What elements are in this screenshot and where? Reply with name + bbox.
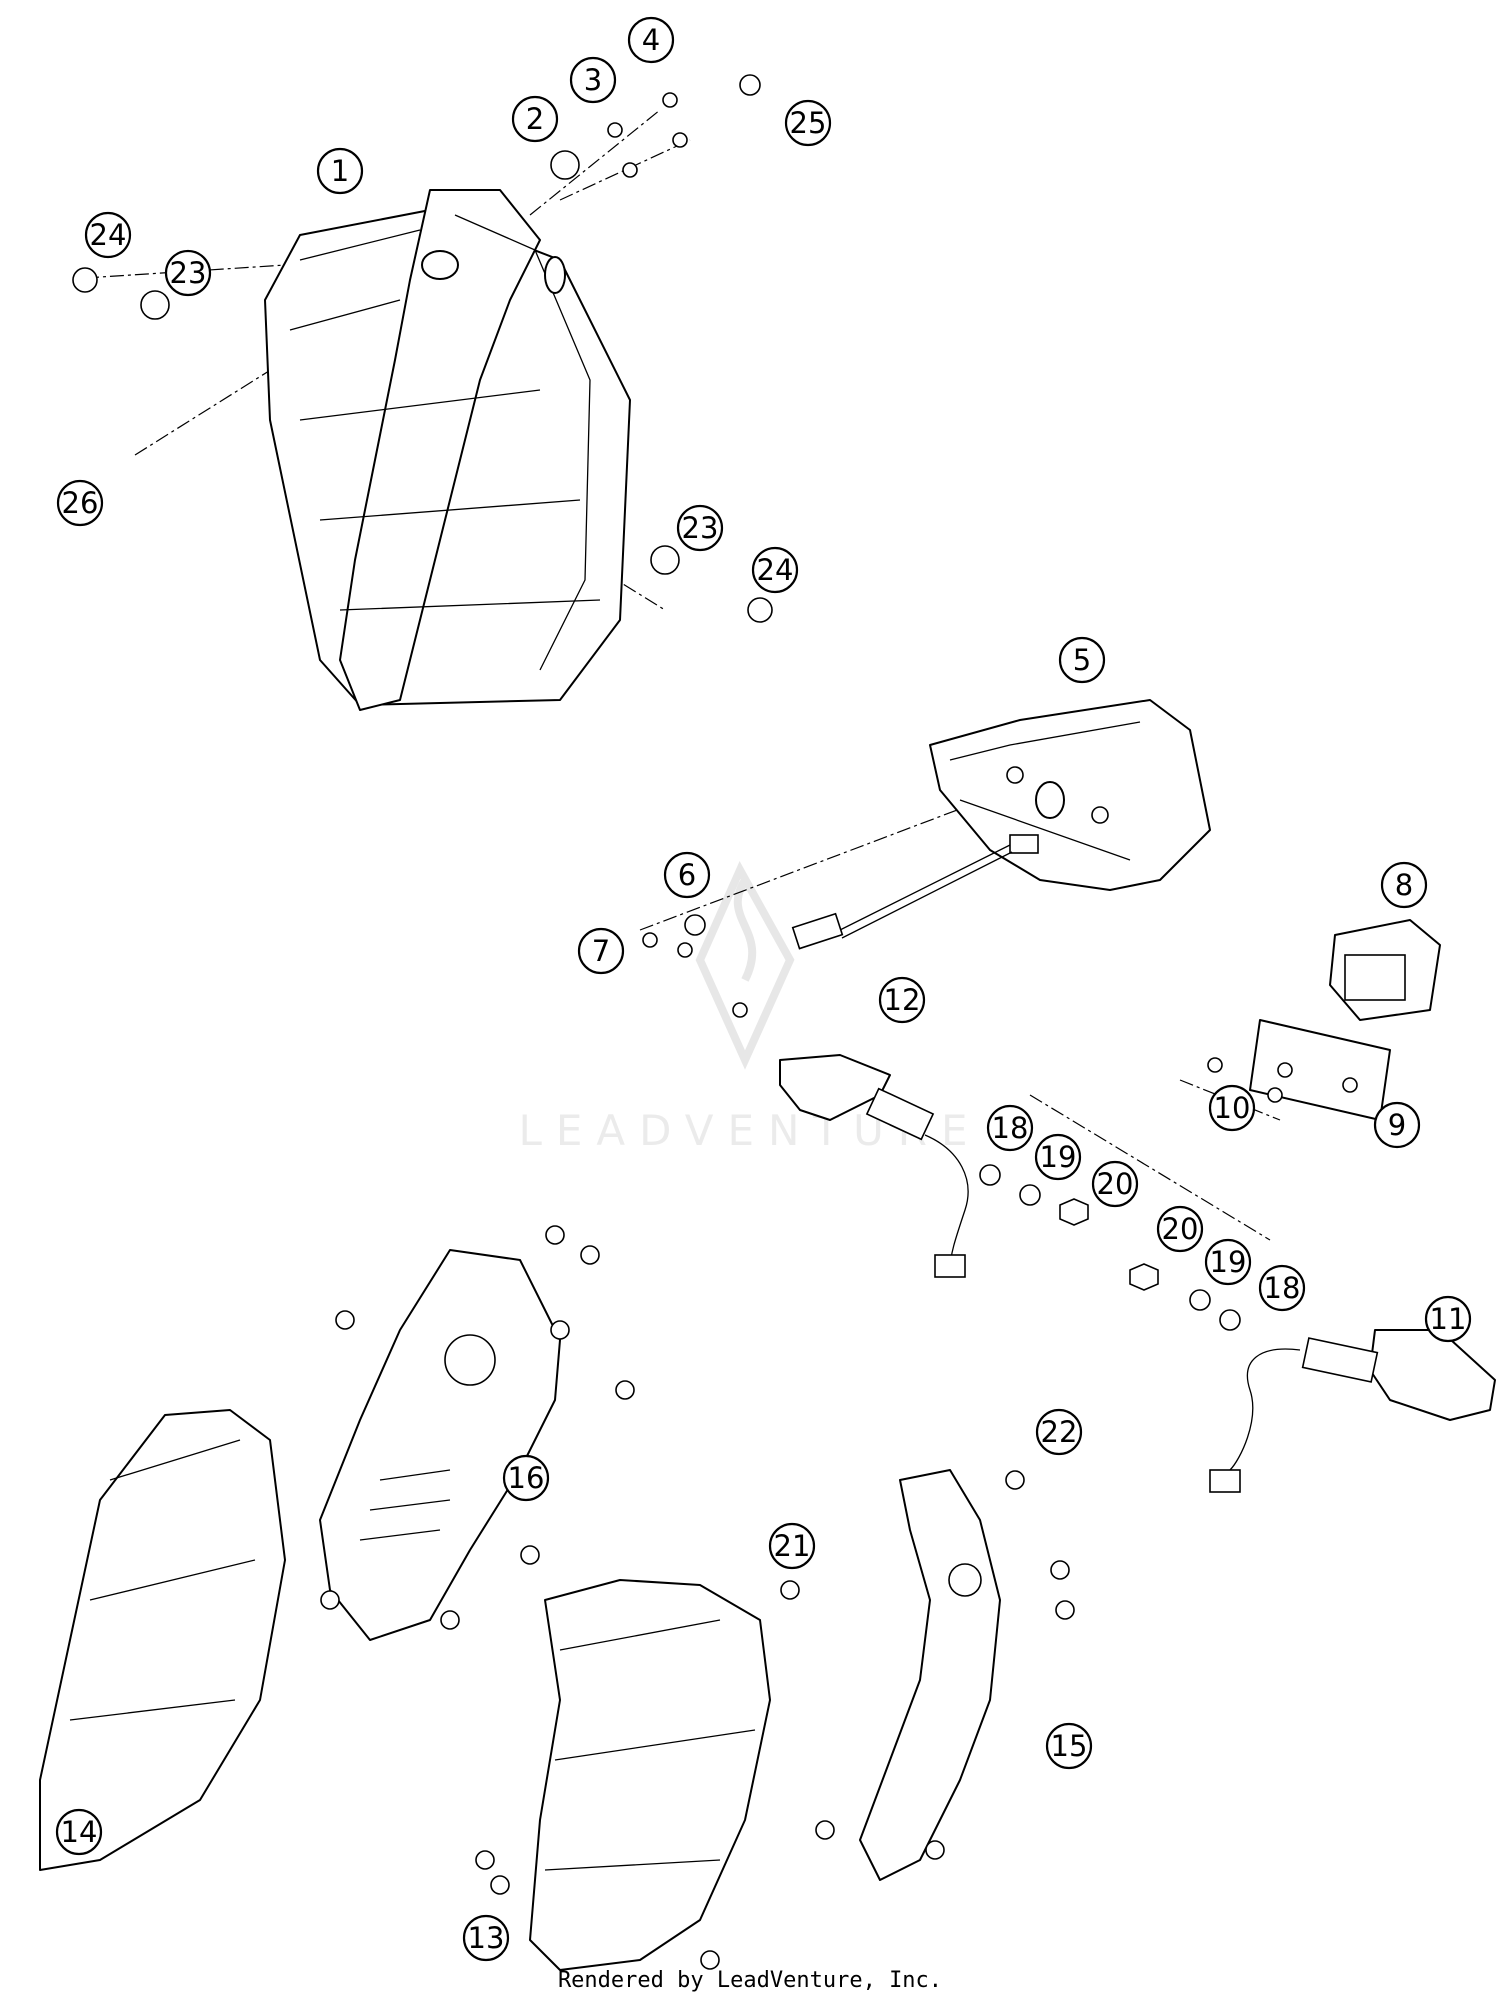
callout-label: 5 <box>1073 643 1091 677</box>
indicator-right <box>1209 1329 1496 1493</box>
callout-label: 19 <box>1210 1245 1247 1279</box>
washers-nuts <box>979 1164 1241 1331</box>
callout-11: 11 <box>1424 1295 1472 1343</box>
callout-label: 20 <box>1097 1167 1134 1201</box>
callout-20: 20 <box>1156 1205 1204 1253</box>
callout-label: 26 <box>62 486 99 520</box>
callout-label: 25 <box>790 106 827 140</box>
callout-8: 8 <box>1380 861 1428 909</box>
callout-7: 7 <box>577 927 625 975</box>
callout-label: 18 <box>992 1111 1029 1145</box>
callout-label: 23 <box>682 511 719 545</box>
callout-23: 23 <box>676 504 724 552</box>
callout-20: 20 <box>1091 1160 1139 1208</box>
callout-label: 9 <box>1388 1108 1406 1142</box>
callout-label: 6 <box>678 858 696 892</box>
callout-5: 5 <box>1058 636 1106 684</box>
callout-24: 24 <box>84 211 132 259</box>
callout-12: 12 <box>878 976 926 1024</box>
callout-16: 16 <box>502 1454 550 1502</box>
callout-label: 13 <box>468 1921 505 1955</box>
callout-21: 21 <box>768 1522 816 1570</box>
callout-label: 22 <box>1041 1415 1078 1449</box>
callout-24: 24 <box>751 546 799 594</box>
render-credit: Rendered by LeadVenture, Inc. <box>557 1968 943 1993</box>
left-bracket <box>319 1249 561 1641</box>
callout-label: 8 <box>1395 868 1413 902</box>
callout-26: 26 <box>56 479 104 527</box>
callout-23: 23 <box>164 249 212 297</box>
callout-22: 22 <box>1035 1408 1083 1456</box>
callout-label: 24 <box>90 218 127 252</box>
headlight <box>264 189 631 711</box>
callout-label: 14 <box>61 1815 98 1849</box>
callout-19: 19 <box>1204 1238 1252 1286</box>
indicator-left <box>779 1054 969 1278</box>
callouts: 1 2 3 4 25 24 23 26 23 24 5 6 7 8 12 10 … <box>55 16 1472 1962</box>
callout-label: 15 <box>1051 1729 1088 1763</box>
callout-label: 20 <box>1162 1212 1199 1246</box>
callout-label: 1 <box>331 154 349 188</box>
callout-18: 18 <box>1258 1264 1306 1312</box>
callout-1: 1 <box>316 147 364 195</box>
callout-label: 7 <box>592 934 610 968</box>
callout-2: 2 <box>511 95 559 143</box>
left-fairing-light <box>39 1409 286 1871</box>
callout-10: 10 <box>1208 1084 1256 1132</box>
right-bracket <box>859 1469 1001 1881</box>
callout-label: 11 <box>1430 1302 1467 1336</box>
callout-4: 4 <box>627 16 675 64</box>
plate-light <box>1207 919 1441 1121</box>
callout-13: 13 <box>462 1914 510 1962</box>
callout-label: 3 <box>584 63 602 97</box>
callout-label: 21 <box>774 1529 811 1563</box>
leader-lines <box>84 109 1281 1241</box>
callout-label: 2 <box>526 102 544 136</box>
callout-label: 24 <box>757 553 794 587</box>
right-fairing-light <box>529 1579 771 1971</box>
callout-18: 18 <box>986 1104 1034 1152</box>
callout-14: 14 <box>55 1808 103 1856</box>
callout-label: 10 <box>1214 1091 1251 1125</box>
callout-9: 9 <box>1373 1101 1421 1149</box>
callout-label: 23 <box>170 256 207 290</box>
callout-15: 15 <box>1045 1722 1093 1770</box>
fasteners <box>72 74 1075 1970</box>
callout-label: 4 <box>642 23 660 57</box>
callout-19: 19 <box>1034 1133 1082 1181</box>
callout-label: 16 <box>508 1461 545 1495</box>
callout-25: 25 <box>784 99 832 147</box>
callout-6: 6 <box>663 851 711 899</box>
callout-label: 12 <box>884 983 921 1017</box>
callout-label: 19 <box>1040 1140 1077 1174</box>
tail-light <box>791 699 1211 950</box>
callout-3: 3 <box>569 56 617 104</box>
callout-label: 18 <box>1264 1271 1301 1305</box>
